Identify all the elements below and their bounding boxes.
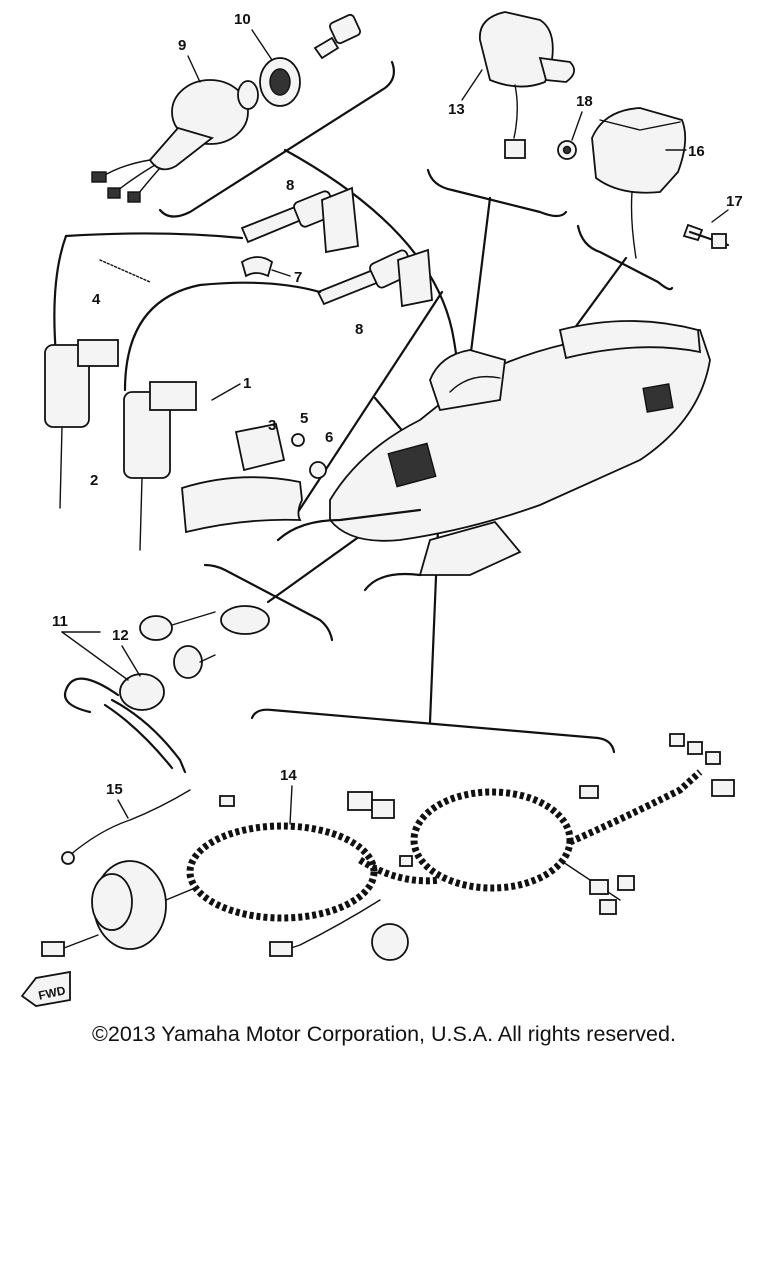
callout-13: 13 xyxy=(448,101,465,118)
coil-bracket-plate-part xyxy=(181,476,303,534)
callout-11: 11 xyxy=(52,613,68,630)
light-switch-part xyxy=(63,605,270,774)
callout-16: 16 xyxy=(688,143,705,160)
ignition-coil-left-part xyxy=(44,339,119,509)
leader-line-regulator xyxy=(468,196,492,362)
callout-5: 5 xyxy=(300,410,308,427)
bracket-regulator-group xyxy=(426,168,568,218)
callout-4: 4 xyxy=(92,291,101,308)
coil-bracket-tab-part xyxy=(234,422,286,472)
wiring-parts-diagram: FWD 1 2 3 4 5 6 7 8 8 9 10 11 12 13 14 1… xyxy=(20,11,743,1007)
callout-17: 17 xyxy=(726,193,743,210)
spark-plug-cap-upper-part xyxy=(240,186,359,254)
voltage-regulator-part xyxy=(479,11,576,159)
clamp-part xyxy=(240,256,274,278)
ground-wire-part xyxy=(61,789,191,865)
gauge-part xyxy=(41,860,196,957)
rectifier-nut-part xyxy=(557,140,577,160)
callout-8-lower: 8 xyxy=(355,321,363,338)
callout-14: 14 xyxy=(280,767,297,784)
spark-plug-cap-lower-part xyxy=(316,248,433,308)
wire-harness-part xyxy=(186,733,735,961)
switch-nut-and-key-part xyxy=(259,13,362,107)
forward-arrow-icon: FWD xyxy=(20,970,71,1007)
bracket-rectifier-group xyxy=(576,224,674,291)
callout-12: 12 xyxy=(112,627,129,644)
rectifier-part xyxy=(591,107,687,259)
copyright-notice: ©2013 Yamaha Motor Corporation, U.S.A. A… xyxy=(92,1022,676,1046)
callout-15: 15 xyxy=(106,781,123,798)
lock-washer-part xyxy=(291,433,305,447)
callout-2: 2 xyxy=(90,472,98,489)
forward-arrow-label: FWD xyxy=(37,983,67,1002)
callout-8-upper: 8 xyxy=(286,177,294,194)
high-tension-wire-part xyxy=(53,232,322,392)
bracket-main-switch-group xyxy=(158,60,395,218)
bracket-harness-group xyxy=(250,708,616,754)
callout-18: 18 xyxy=(576,93,593,110)
callout-10: 10 xyxy=(234,11,251,28)
callout-7: 7 xyxy=(294,269,302,286)
ignition-coil-right-part xyxy=(123,381,197,551)
callout-9: 9 xyxy=(178,37,186,54)
coil-nut-part xyxy=(309,461,327,479)
snowmobile-illustration xyxy=(276,320,711,592)
bracket-light-switch-group xyxy=(203,563,334,642)
rectifier-bolt-part xyxy=(682,223,730,249)
callout-1: 1 xyxy=(243,375,251,392)
main-switch-part xyxy=(91,79,259,203)
callout-6: 6 xyxy=(325,429,333,446)
callout-3: 3 xyxy=(268,417,276,434)
